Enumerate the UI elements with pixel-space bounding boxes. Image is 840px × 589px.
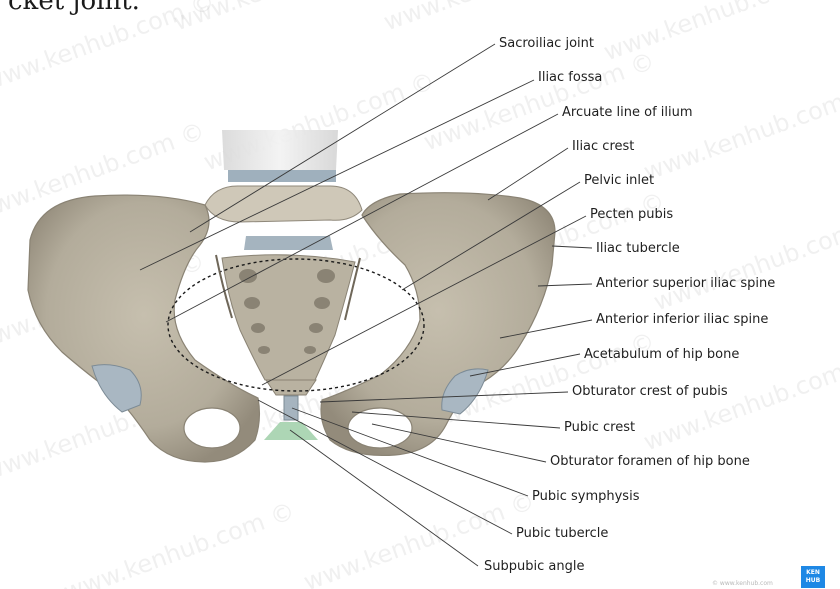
label-pubic-symphysis: Pubic symphysis	[532, 489, 639, 505]
sacral-foramen	[258, 346, 270, 354]
label-pelvic-inlet: Pelvic inlet	[584, 173, 654, 189]
kenhub-logo: KEN HUB	[801, 566, 825, 588]
label-sacroiliac-joint: Sacroiliac joint	[499, 36, 594, 52]
label-subpubic-angle: Subpubic angle	[484, 559, 584, 575]
sacral-foramen	[317, 269, 335, 283]
sacral-foramen	[314, 297, 330, 309]
copyright-text: © www.kenhub.com	[712, 580, 773, 587]
label-anterior-superior-iliac-spine: Anterior superior iliac spine	[596, 276, 775, 292]
sacral-foramen	[239, 269, 257, 283]
sacral-foramen	[309, 323, 323, 333]
label-acetabulum-of-hip-bone: Acetabulum of hip bone	[584, 347, 739, 363]
sacral-foramen	[251, 323, 265, 333]
pubic-symphysis-cartilage	[284, 396, 298, 420]
label-iliac-tubercle: Iliac tubercle	[596, 241, 680, 257]
intervertebral-disc	[228, 170, 336, 182]
label-obturator-foramen-of-hip-bone: Obturator foramen of hip bone	[550, 454, 750, 470]
sacral-foramen	[244, 297, 260, 309]
label-pecten-pubis: Pecten pubis	[590, 207, 673, 223]
label-iliac-fossa: Iliac fossa	[538, 70, 602, 86]
label-arcuate-line-of-ilium: Arcuate line of ilium	[562, 105, 693, 121]
coccyx	[266, 380, 316, 395]
left-obturator-foramen	[184, 408, 240, 448]
leader-line	[552, 246, 592, 248]
label-pubic-crest: Pubic crest	[564, 420, 635, 436]
label-pubic-tubercle: Pubic tubercle	[516, 526, 608, 542]
lumbar-vertebra	[222, 130, 338, 170]
label-anterior-inferior-iliac-spine: Anterior inferior iliac spine	[596, 312, 768, 328]
lumbar-vertebra-body	[205, 186, 362, 222]
label-iliac-crest: Iliac crest	[572, 139, 634, 155]
disc-l5-s1	[244, 236, 333, 250]
leader-line	[488, 148, 568, 200]
label-obturator-crest-of-pubis: Obturator crest of pubis	[572, 384, 728, 400]
sacral-foramen	[304, 346, 316, 354]
